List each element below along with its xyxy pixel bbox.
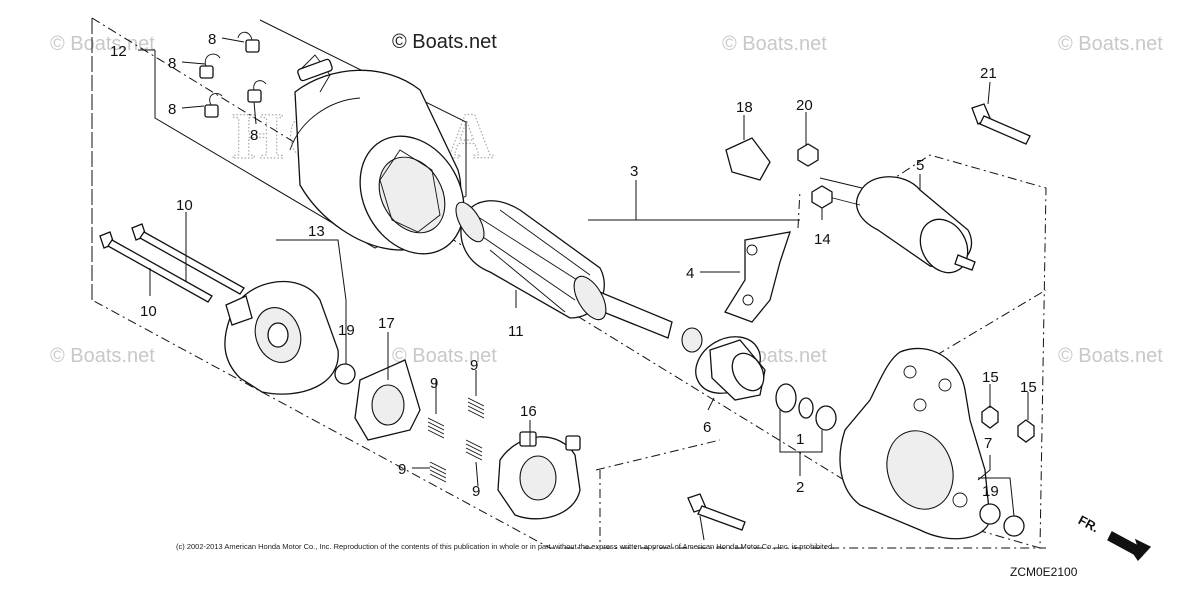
terminal-cover bbox=[725, 137, 771, 181]
watermark: © Boats.net bbox=[50, 33, 155, 55]
callout-16: 16 bbox=[520, 403, 537, 420]
washer-set bbox=[775, 383, 837, 431]
callout-9: 9 bbox=[430, 375, 438, 392]
callout-4: 4 bbox=[686, 265, 694, 282]
callout-1: 1 bbox=[796, 431, 804, 448]
callout-19: 19 bbox=[982, 483, 999, 500]
leader-lines bbox=[149, 37, 1029, 541]
callout-21: 21 bbox=[980, 65, 997, 82]
callout-8: 8 bbox=[168, 55, 176, 72]
watermark: © Boats.net bbox=[1058, 345, 1163, 367]
callout-8: 8 bbox=[250, 127, 258, 144]
bolt-21 bbox=[971, 103, 1031, 145]
callout-15: 15 bbox=[982, 369, 999, 386]
front-arrow-icon: FR. bbox=[1076, 512, 1152, 562]
callout-15: 15 bbox=[1020, 379, 1037, 396]
bolt-bottom bbox=[687, 493, 746, 531]
front-label: FR. bbox=[1076, 512, 1102, 535]
callout-11: 11 bbox=[508, 323, 524, 340]
shift-lever bbox=[724, 231, 791, 323]
bushing-left bbox=[334, 363, 356, 385]
callout-18: 18 bbox=[736, 99, 753, 116]
callout-10: 10 bbox=[176, 197, 193, 214]
assembly-outline bbox=[91, 17, 1047, 549]
callout-9: 9 bbox=[398, 461, 406, 478]
callout-3: 3 bbox=[630, 163, 638, 180]
bushing-right bbox=[979, 503, 1025, 537]
callout-7: 7 bbox=[984, 435, 992, 452]
callout-8: 8 bbox=[168, 101, 176, 118]
rear-cover bbox=[224, 280, 339, 395]
callout-13: 13 bbox=[308, 223, 325, 240]
callout-8: 8 bbox=[208, 31, 216, 48]
callout-6: 6 bbox=[703, 419, 711, 436]
diagram-code: ZCM0E2100 bbox=[1010, 565, 1078, 579]
callout-14: 14 bbox=[814, 231, 831, 248]
watermark: © Boats.net bbox=[1058, 33, 1163, 55]
watermark: © Boats.net bbox=[722, 33, 827, 55]
callout-labels: 12 8 8 8 8 10 10 13 19 17 9 9 9 9 16 11 … bbox=[110, 31, 1037, 500]
callout-9: 9 bbox=[472, 483, 480, 500]
callout-20: 20 bbox=[796, 97, 813, 114]
drive-housing bbox=[839, 347, 991, 540]
callout-12: 12 bbox=[110, 43, 127, 60]
solenoid bbox=[819, 176, 976, 274]
brush-holder bbox=[497, 431, 581, 520]
callout-2: 2 bbox=[796, 479, 804, 496]
through-bolts bbox=[99, 223, 245, 303]
yoke-assembly bbox=[289, 54, 465, 255]
brush-set bbox=[199, 31, 267, 118]
callout-17: 17 bbox=[378, 315, 395, 332]
copyright-notice: (c) 2002-2013 American Honda Motor Co., … bbox=[176, 542, 834, 551]
nuts bbox=[797, 143, 1035, 443]
callout-5: 5 bbox=[916, 157, 924, 174]
pinion-gear bbox=[681, 327, 766, 401]
brush-holder-plate bbox=[354, 359, 421, 441]
callout-10: 10 bbox=[140, 303, 157, 320]
callout-19: 19 bbox=[338, 322, 355, 339]
brand-mark: © Boats.net bbox=[392, 31, 497, 53]
springs bbox=[427, 397, 485, 483]
callout-9: 9 bbox=[470, 357, 478, 374]
armature bbox=[455, 200, 673, 339]
watermark: © Boats.net bbox=[392, 345, 497, 367]
watermark: © Boats.net bbox=[50, 345, 155, 367]
